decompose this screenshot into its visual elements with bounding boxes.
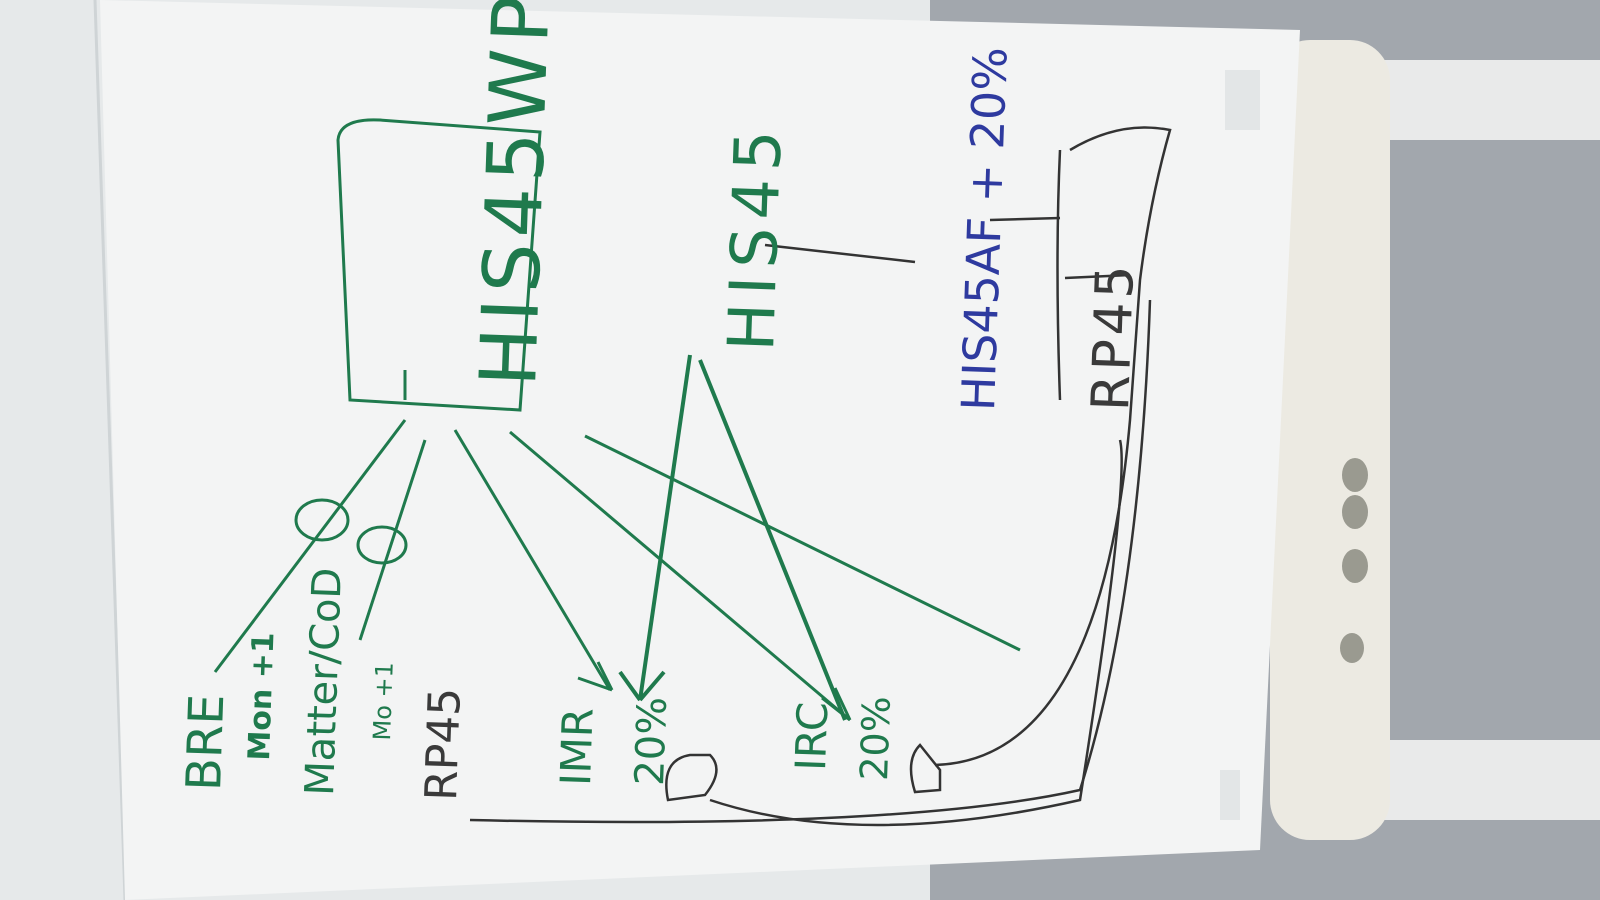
top-box-label: HIS45WP — [464, 0, 568, 388]
middle-node-label: HIS45 — [715, 120, 797, 353]
pad-edge-line — [93, 0, 127, 900]
top-box-outline — [336, 118, 542, 412]
stand-bar-bottom — [1380, 740, 1600, 820]
target-1-note: 20% — [627, 696, 677, 787]
flipchart-sheet — [100, 0, 1300, 900]
left-item-2-title: Matter/CoD — [297, 566, 351, 797]
target-1-title: IMR — [551, 707, 603, 787]
green-connections — [213, 354, 1021, 722]
right-node-label: RP45 — [1081, 260, 1147, 412]
left-item-1-note: Mon +1 — [242, 631, 282, 762]
right-annotation-label: HIS45AF + 20% — [951, 46, 1018, 412]
stand-bar-top — [1380, 60, 1600, 140]
target-2-title: IRC — [786, 701, 838, 772]
black-connections — [469, 126, 1172, 827]
binder-holes — [1340, 458, 1368, 663]
left-item-1-title: BRE — [176, 693, 236, 792]
target-2-note: 20% — [852, 695, 899, 782]
sheet-print-marks — [1220, 70, 1260, 820]
left-item-2-note: Mo +1 — [368, 661, 399, 741]
rp-label: RP45 — [416, 686, 471, 802]
